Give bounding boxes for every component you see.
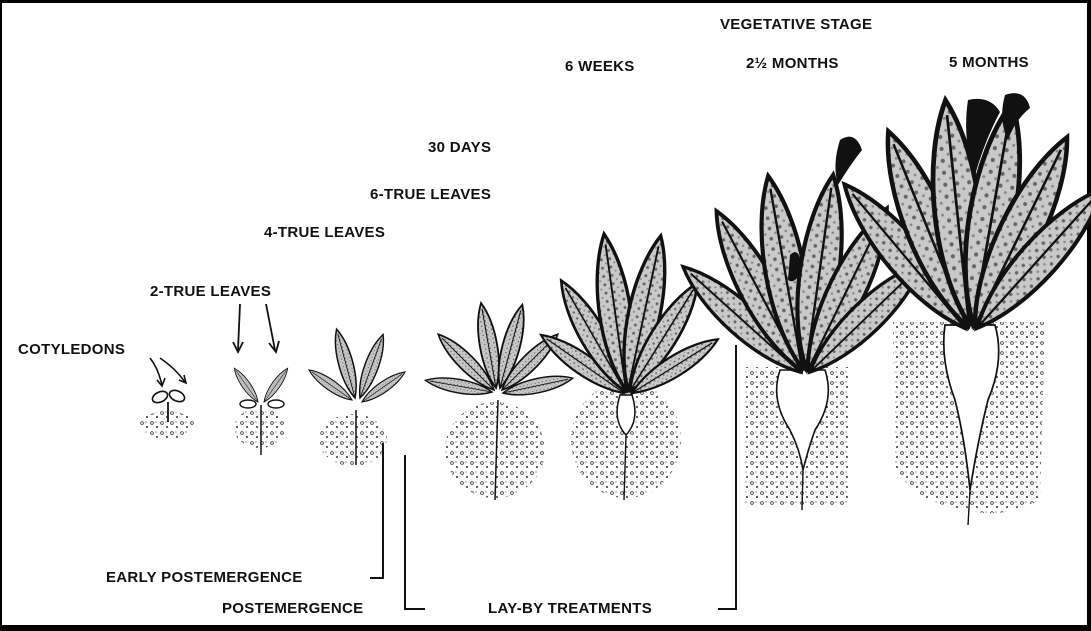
cotyledon-arrows (150, 358, 186, 386)
four-true-leaves-label: 4-TRUE LEAVES (264, 224, 385, 241)
lay-by-treatments-label: LAY-BY TREATMENTS (488, 600, 652, 617)
true-leaves-arrows (233, 304, 279, 352)
cotyledons-label: COTYLEDONS (18, 341, 125, 358)
two-true-leaves-plant (231, 366, 291, 455)
cotyledon-seedling (140, 388, 194, 439)
early-postemergence-label: EARLY POSTEMERGENCE (106, 569, 303, 586)
vegetative-stage-label: VEGETATIVE STAGE (720, 16, 872, 33)
six-true-leaves-plant (424, 302, 574, 500)
five-months-label: 5 MONTHS (949, 54, 1029, 71)
six-weeks-label: 6 WEEKS (565, 58, 635, 75)
two-half-months-label: 2½ MONTHS (746, 55, 839, 72)
four-true-leaves-plant (306, 327, 408, 466)
six-true-leaves-label: 6-TRUE LEAVES (370, 186, 491, 203)
two-true-leaves-label: 2-TRUE LEAVES (150, 283, 271, 300)
postemergence-label: POSTEMERGENCE (222, 600, 363, 617)
thirty-days-label: 30 DAYS (428, 139, 491, 156)
